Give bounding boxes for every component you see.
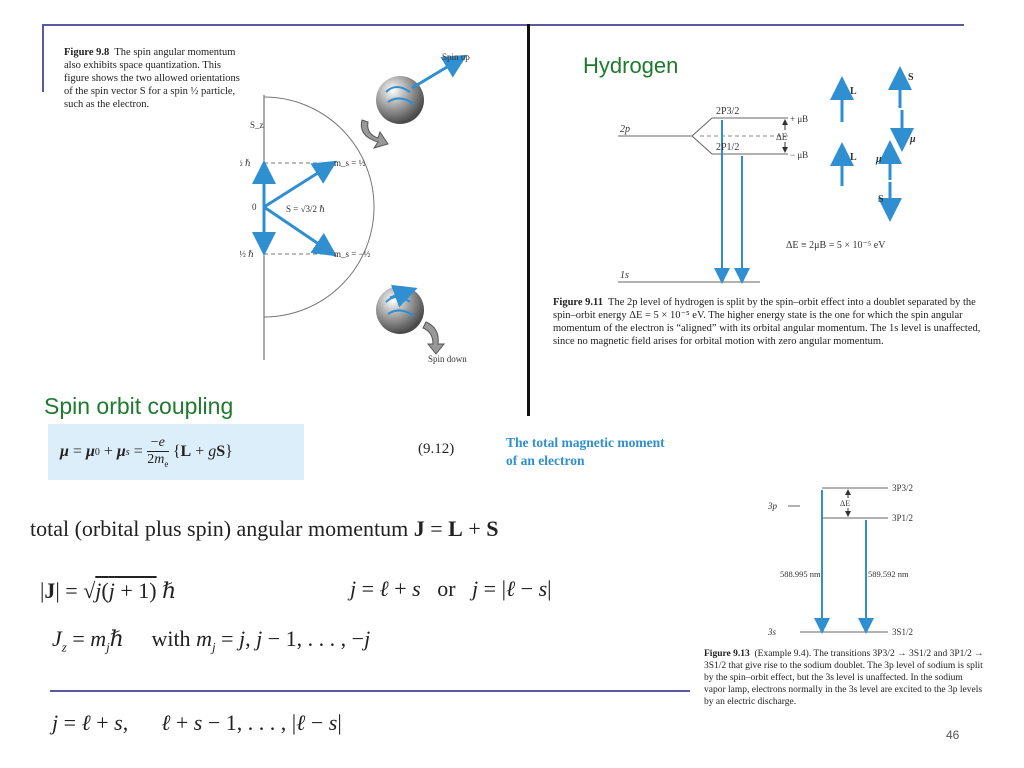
j-values-equation: j = ℓ + s or j = |ℓ − s| <box>350 576 552 601</box>
magnetic-moment-note: The total magnetic moment of an electron <box>506 435 665 468</box>
jz-equation: Jz = mjℏ with mj = j, j − 1, . . . , −j <box>52 626 371 655</box>
zero-label: 0 <box>252 202 257 212</box>
rotation-arrow-down <box>422 321 446 355</box>
figure-9-8-caption: Figure 9.8 The spin angular momentum als… <box>64 47 240 110</box>
half-hbar-label: ½ ℏ <box>240 158 251 168</box>
j-range-equation: j = ℓ + s, ℓ + s − 1, . . . , |ℓ − s| <box>52 710 342 735</box>
svg-text:2P1/2: 2P1/2 <box>716 142 739 153</box>
svg-text:3S1/2: 3S1/2 <box>892 627 913 637</box>
spin-up-arrow <box>411 54 468 90</box>
center-divider <box>527 24 530 416</box>
svg-text:μ: μ <box>875 154 882 165</box>
svg-text:ΔE: ΔE <box>776 132 788 142</box>
svg-text:3s: 3s <box>767 627 777 637</box>
svg-text:μ: μ <box>909 134 916 145</box>
svg-text:2p: 2p <box>620 124 630 135</box>
svg-text:3P3/2: 3P3/2 <box>892 483 913 493</box>
spin-magnitude-label: S = √3/2 ℏ <box>286 204 325 214</box>
top-rule <box>42 24 964 26</box>
svg-text:S: S <box>878 194 884 205</box>
svg-text:589.592 nm: 589.592 nm <box>868 569 909 579</box>
hydrogen-title: Hydrogen <box>583 53 679 78</box>
neg-half-hbar-label: −½ ℏ <box>240 249 254 259</box>
ms-down-label: m_s = −½ <box>334 249 371 259</box>
svg-text:− μB: − μB <box>790 150 808 160</box>
rotation-arrow-up <box>360 119 389 149</box>
page-number: 46 <box>946 728 960 742</box>
magnetic-moment-equation-box <box>48 424 304 480</box>
svg-text:588.995 nm: 588.995 nm <box>780 569 821 579</box>
spin-orbit-title: Spin orbit coupling <box>44 393 234 419</box>
figure-9-11-caption: Figure 9.11 The 2p level of hydrogen is … <box>553 297 981 347</box>
j-magnitude-equation: |J| = √j(j + 1) ℏ <box>40 578 177 603</box>
svg-text:ΔE ≡ 2μB = 5 × 10⁻⁵ eV: ΔE ≡ 2μB = 5 × 10⁻⁵ eV <box>786 240 886 251</box>
spin-up-label: Spin up <box>442 52 470 62</box>
svg-text:3P1/2: 3P1/2 <box>892 513 913 523</box>
sz-axis-label: S_z <box>250 120 264 130</box>
svg-text:S: S <box>908 72 914 83</box>
svg-text:L: L <box>850 86 857 97</box>
svg-text:L: L <box>850 152 857 163</box>
svg-text:ΔE: ΔE <box>840 499 850 508</box>
spin-down-arrow <box>389 284 418 308</box>
sodium-energy-diagram: 3p 3s 3P3/2 3P1/2 3S1/2 ΔE 588.995 nm 58… <box>767 483 913 637</box>
spin-up-sphere <box>376 76 424 124</box>
svg-text:3p: 3p <box>767 501 778 511</box>
equation-number: (9.12) <box>418 441 455 457</box>
svg-text:+ μB: + μB <box>790 114 808 124</box>
svg-text:1s: 1s <box>620 270 629 281</box>
total-angular-momentum-line: total (orbital plus spin) angular moment… <box>30 516 499 541</box>
hydrogen-energy-diagram: 2p 1s 2P3/2 2P1/2 + μB − μB ΔE L S μ L μ… <box>618 66 916 284</box>
svg-text:2P3/2: 2P3/2 <box>716 106 739 117</box>
left-rule <box>42 24 44 92</box>
bottom-rule <box>50 690 690 692</box>
figure-9-13-caption: Figure 9.13 (Example 9.4). The transitio… <box>704 649 984 707</box>
ms-up-label: m_s = ½ <box>334 158 366 168</box>
spin-down-label: Spin down <box>428 354 467 364</box>
spin-quantization-diagram: S_z ½ ℏ 0 −½ ℏ m_s = ½ m_s = −½ S = √3/2… <box>240 52 470 364</box>
